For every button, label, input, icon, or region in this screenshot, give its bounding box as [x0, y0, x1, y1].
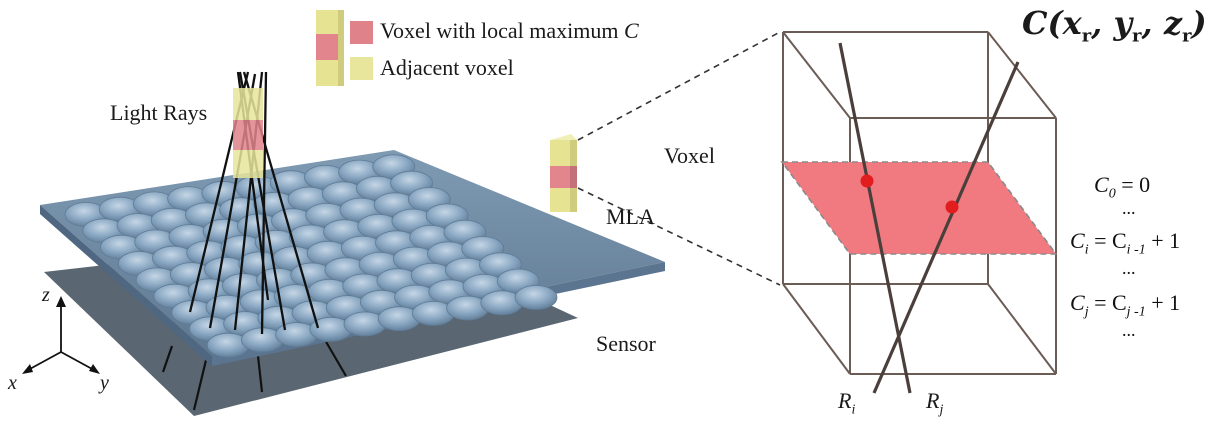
legend-adjacent: Adjacent voxel — [380, 55, 514, 80]
eq-cj-lhs-sub: j — [1084, 304, 1089, 320]
ray-i-name: R — [838, 388, 852, 413]
ray-voxel-column — [233, 88, 263, 178]
equation-dots-3: ... — [1122, 320, 1136, 340]
ray-i-sub: i — [851, 402, 856, 418]
micro-lens — [514, 285, 558, 310]
legend-swatch-red — [350, 21, 373, 44]
mla-label: MLA — [606, 204, 655, 229]
micro-lens-array — [64, 154, 558, 358]
eq-ci-mid-sub: i -1 — [1126, 242, 1146, 258]
ray-j-name: R — [926, 388, 940, 413]
title-arg-z: z — [1163, 4, 1182, 42]
ray-j-label: Rj — [926, 388, 943, 418]
legend-local-max: Voxel with local maximum C — [380, 18, 639, 44]
eq-ci-rhs: + 1 — [1151, 228, 1181, 253]
eq-ci-mid: = C — [1094, 228, 1127, 253]
equation-dots-2: ... — [1122, 258, 1136, 278]
eq-cj-mid: = C — [1094, 290, 1127, 315]
ray-i-label: Ri — [838, 388, 855, 418]
title-sub-z: r — [1181, 25, 1192, 47]
title-arg-x: x — [1062, 4, 1082, 42]
intersection-point-i — [860, 174, 874, 188]
eq-c0-lhs-sub: 0 — [1108, 186, 1116, 202]
voxel-slice-plane — [780, 161, 1058, 255]
eq-c0-rhs: = 0 — [1121, 172, 1151, 197]
legend-swatch-column — [316, 10, 344, 86]
axis-z-label: z — [42, 284, 50, 306]
eq-cj-mid-sub: j -1 — [1126, 304, 1146, 320]
voxel-label: Voxel — [664, 143, 715, 168]
eq-cj-rhs: + 1 — [1151, 290, 1181, 315]
eq-ci-lhs-sub: i — [1084, 242, 1089, 258]
zoom-connectors — [577, 31, 781, 286]
eq-cj-lhs: C — [1070, 290, 1085, 315]
sensor-label: Sensor — [596, 331, 656, 356]
legend-local-max-symbol: C — [624, 18, 639, 43]
eq-c0-lhs: C — [1094, 172, 1109, 197]
light-rays-label: Light Rays — [110, 100, 208, 125]
equation-c0: C0 = 0 — [1094, 172, 1150, 202]
equation-dots-1: ... — [1122, 198, 1136, 218]
light-rays-below — [161, 339, 347, 411]
coordinate-axes — [22, 296, 100, 374]
title-sub-y: r — [1132, 25, 1142, 47]
eq-ci-lhs: C — [1070, 228, 1085, 253]
title-sub-x: r — [1081, 25, 1092, 47]
ray-j-sub: j — [939, 402, 944, 418]
equation-ci: Ci = Ci -1 + 1 — [1070, 228, 1180, 258]
voxel-count-title: C(xr, yr, zr) — [1022, 4, 1207, 47]
edge-voxel-column — [550, 134, 577, 212]
axis-x-label: x — [8, 372, 17, 394]
voxel-box — [782, 31, 1057, 375]
equation-cj: Cj = Cj -1 + 1 — [1070, 290, 1180, 320]
axis-y-label: y — [100, 372, 109, 394]
title-func: C — [1022, 4, 1048, 42]
zoom-rays — [838, 42, 1020, 394]
title-arg-y: y — [1113, 4, 1133, 42]
intersection-point-j — [945, 200, 959, 214]
legend-local-max-text: Voxel with local maximum — [380, 18, 619, 43]
legend-swatch-yellow — [350, 57, 373, 80]
